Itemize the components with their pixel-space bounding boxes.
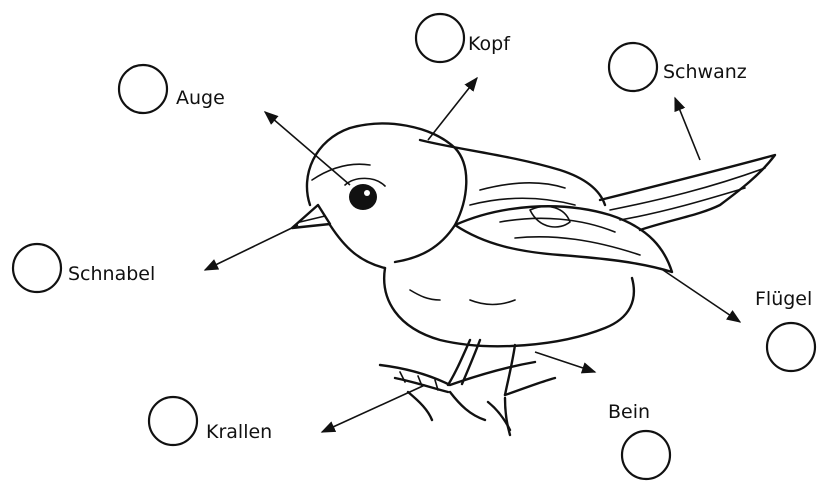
answer-circle-auge[interactable] [119, 65, 167, 113]
arrow-fluegel [660, 268, 740, 322]
pointer-arrows [205, 78, 740, 432]
label-auge: Auge [176, 87, 225, 109]
arrow-schwanz [675, 98, 700, 160]
answer-circle-fluegel[interactable] [767, 323, 815, 371]
answer-circle-schwanz[interactable] [609, 43, 657, 91]
arrow-kopf [428, 78, 477, 140]
arrow-schnabel [205, 225, 298, 270]
label-schnabel: Schnabel [68, 263, 155, 285]
label-fluegel: Flügel [755, 288, 812, 310]
arrow-krallen [322, 385, 425, 432]
arrow-bein [535, 352, 595, 372]
label-kopf: Kopf [468, 33, 511, 55]
label-bein: Bein [608, 401, 650, 423]
label-schwanz: Schwanz [663, 61, 747, 83]
label-krallen: Krallen [206, 421, 272, 443]
answer-circle-schnabel[interactable] [13, 244, 61, 292]
answer-circle-kopf[interactable] [416, 14, 464, 62]
answer-circle-krallen[interactable] [149, 397, 197, 445]
answer-circles [13, 14, 815, 479]
bird-illustration [292, 124, 775, 435]
answer-circle-bein[interactable] [622, 431, 670, 479]
